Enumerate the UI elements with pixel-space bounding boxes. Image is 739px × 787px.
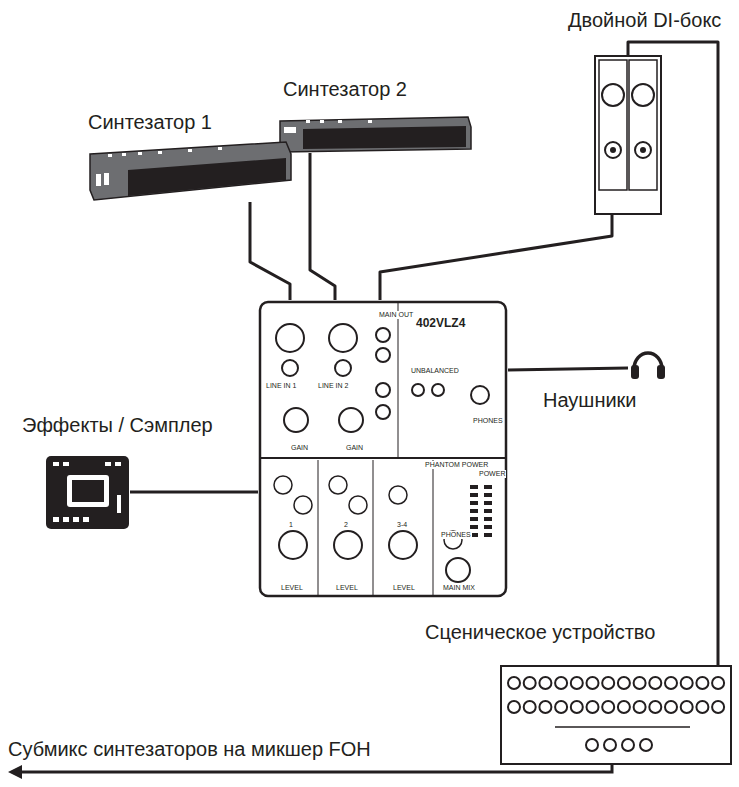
jack-socket — [640, 739, 652, 751]
device-label: Сценическое устройство — [425, 620, 655, 644]
panel-label: UNBALANCED — [410, 367, 460, 375]
xlr-socket — [712, 677, 724, 689]
xlr-socket — [696, 701, 708, 713]
device-node: Эффекты / Сэмплер — [45, 455, 130, 530]
xlr-socket — [602, 677, 614, 689]
xlr-socket — [696, 677, 708, 689]
meter-led — [470, 525, 478, 529]
cable — [508, 368, 628, 370]
xlr-socket — [665, 677, 677, 689]
signal-label: Субмикс синтезаторов на микшер FOH — [8, 737, 371, 761]
panel-label: LEVEL — [280, 584, 304, 592]
device-label: Наушники — [543, 388, 637, 412]
cable — [628, 42, 718, 665]
panel-label: POWER — [478, 470, 506, 478]
xlr-socket — [634, 701, 646, 713]
cable — [130, 491, 258, 494]
panel-label: 2 — [343, 521, 349, 529]
jack-socket — [586, 739, 598, 751]
meter-led — [484, 533, 492, 537]
xlr-socket — [681, 677, 693, 689]
panel-label: LEVEL — [335, 584, 359, 592]
device-node: Сценическое устройство — [500, 665, 732, 765]
meter-led — [484, 485, 492, 489]
meter-led — [484, 509, 492, 513]
device-node: Синтезатор 2 — [278, 115, 473, 153]
meter-led — [470, 501, 478, 505]
xlr-socket — [618, 677, 630, 689]
panel-label: 3-4 — [396, 521, 408, 529]
meter-led — [484, 501, 492, 505]
device-label: Синтезатор 1 — [88, 110, 212, 134]
synth-drawing — [88, 140, 293, 202]
xlr-socket — [618, 701, 630, 713]
xlr-socket — [634, 677, 646, 689]
device-node: Синтезатор 1 — [88, 140, 293, 202]
jack-socket — [604, 739, 616, 751]
cable — [250, 202, 290, 300]
panel-label: PHONES — [440, 531, 472, 539]
meter-led — [470, 493, 478, 497]
panel-label: GAIN — [290, 444, 309, 452]
cable — [380, 215, 612, 300]
device-label: Синтезатор 2 — [283, 77, 407, 101]
xlr-socket — [571, 701, 583, 713]
panel-label: GAIN — [345, 444, 364, 452]
panel-label: LEVEL — [392, 584, 416, 592]
meter-led — [484, 525, 492, 529]
synth-drawing — [278, 115, 473, 153]
panel-label: PHONES — [472, 417, 504, 425]
xlr-socket — [539, 677, 551, 689]
xlr-socket — [681, 701, 693, 713]
meter-led — [484, 517, 492, 521]
xlr-socket — [665, 701, 677, 713]
device-node: Наушники — [628, 345, 668, 380]
xlr-socket — [508, 701, 520, 713]
model-name: 402VLZ4 — [416, 316, 465, 330]
panel-label: PHANTOM POWER — [424, 461, 489, 469]
xlr-socket — [508, 677, 520, 689]
di-box-drawing — [594, 55, 662, 215]
xlr-socket — [649, 701, 661, 713]
meter-led — [470, 485, 478, 489]
panel-label: MAIN OUT — [378, 311, 414, 319]
xlr-socket — [524, 677, 536, 689]
xlr-socket — [587, 701, 599, 713]
meter-led — [470, 517, 478, 521]
panel-label: LINE IN 1 — [265, 382, 297, 390]
xlr-socket — [602, 701, 614, 713]
panel-label: LINE IN 2 — [317, 382, 349, 390]
cable — [310, 153, 335, 300]
device-label: Эффекты / Сэмплер — [22, 413, 213, 437]
xlr-socket — [712, 701, 724, 713]
xlr-socket — [571, 677, 583, 689]
device-label: Двойной DI-бокс — [568, 8, 721, 32]
xlr-socket — [524, 701, 536, 713]
jack-socket — [622, 739, 634, 751]
xlr-socket — [587, 677, 599, 689]
foh-arrow-head — [8, 765, 22, 779]
stage-box-drawing — [500, 665, 732, 765]
headphones-drawing — [628, 345, 668, 380]
foh-arrow-line — [20, 765, 612, 772]
xlr-socket — [555, 677, 567, 689]
xlr-socket — [539, 701, 551, 713]
device-node: Двойной DI-бокс — [594, 55, 662, 215]
meter-led — [470, 509, 478, 513]
xlr-socket — [649, 677, 661, 689]
xlr-socket — [555, 701, 567, 713]
panel-label: MAIN MIX — [442, 584, 476, 592]
sampler-drawing — [45, 455, 130, 530]
panel-label: 1 — [288, 521, 294, 529]
meter-led — [484, 493, 492, 497]
